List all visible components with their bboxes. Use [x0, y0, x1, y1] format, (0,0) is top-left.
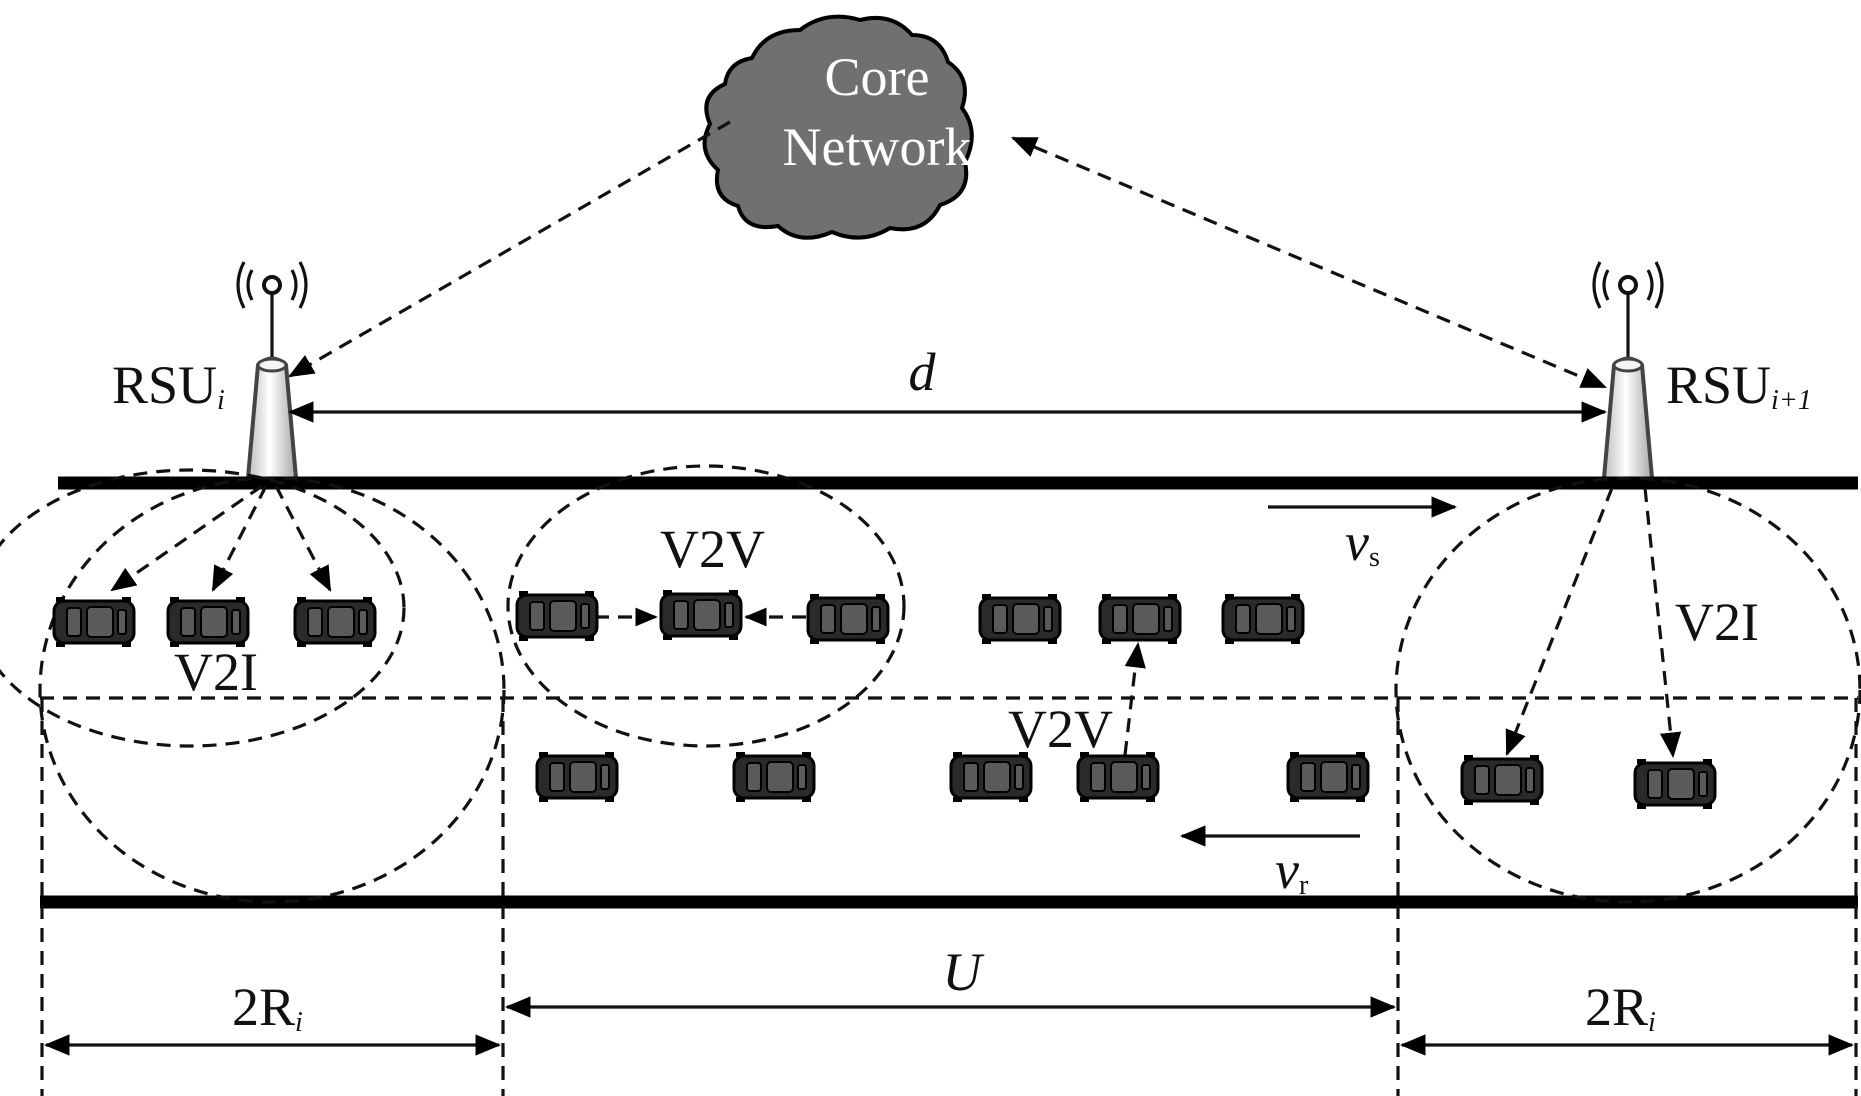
rsu-right-label: RSUi+1 [1666, 355, 1812, 416]
backhaul-link-left [288, 120, 731, 378]
v2i-link-left-2 [211, 485, 268, 592]
v2v-cluster-top [506, 464, 906, 748]
speed-label-bottom: vr [1275, 840, 1309, 901]
speed-label-top: vs [1345, 512, 1380, 573]
car-icon [535, 750, 619, 804]
dim-label-middle: U [943, 942, 985, 1002]
car-icon [949, 750, 1033, 804]
core-network-cloud: Core Network [702, 14, 974, 240]
car-icon [1286, 750, 1370, 804]
coverage-rsu-right [1394, 476, 1861, 904]
cloud-icon [702, 14, 974, 240]
car-icon [659, 588, 743, 642]
backhaul-link-right [1011, 136, 1607, 389]
cloud-label-line2: Network [783, 117, 972, 177]
v2i-link-right-1 [1505, 487, 1614, 756]
dim-label-left: 2Ri [232, 977, 303, 1038]
car-icon [732, 750, 816, 804]
car-icon [1076, 750, 1160, 804]
car-icon [515, 589, 599, 643]
car-icon [1460, 753, 1544, 807]
v2i-label-right: V2I [1675, 592, 1759, 652]
v2v-link-middle [1123, 641, 1146, 756]
antenna-icon [236, 261, 308, 362]
v2i-cluster-left [0, 468, 406, 748]
car-icon [1221, 592, 1305, 646]
coverage-rsu-left-large [38, 476, 506, 904]
car-icon [806, 592, 890, 646]
car-icon [52, 595, 136, 649]
cloud-label-line1: Core [825, 47, 930, 107]
rsu-left-label: RSUi [112, 355, 225, 416]
v2i-link-left-1 [110, 484, 263, 592]
car-icon [1098, 592, 1182, 646]
antenna-icon [1592, 261, 1664, 362]
car-icon [293, 595, 377, 649]
v2v-label-middle: V2V [1008, 699, 1113, 759]
v2v-label-top: V2V [660, 519, 765, 579]
rsu-left: RSUi [112, 261, 308, 486]
v2i-link-left-3 [274, 485, 332, 592]
distance-d-label: d [909, 342, 937, 402]
car-icon [1633, 757, 1717, 811]
car-icon [978, 592, 1062, 646]
v2i-label-left: V2I [174, 642, 258, 702]
car-icon [166, 595, 250, 649]
rsu-right: RSUi+1 [1592, 261, 1812, 486]
dim-label-right: 2Ri [1585, 977, 1656, 1038]
v2i-link-right-2 [1643, 487, 1682, 759]
